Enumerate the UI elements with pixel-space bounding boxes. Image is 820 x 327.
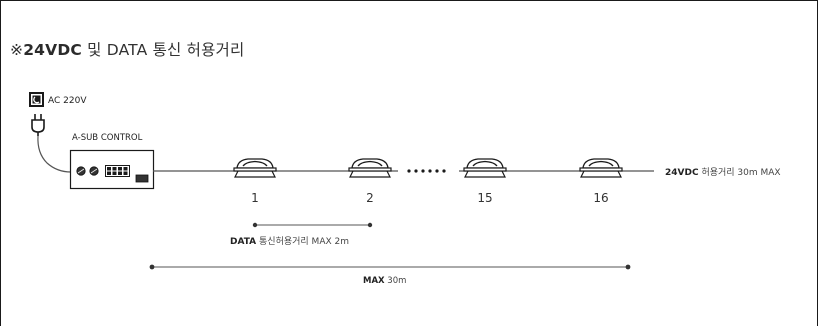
node-fixture-icon <box>579 158 623 178</box>
node-fixture-icon <box>233 158 277 178</box>
power-cord <box>37 135 72 173</box>
controller-label: A-SUB CONTROL <box>72 133 143 143</box>
node-number-16: 16 <box>593 191 609 205</box>
node-number-15: 15 <box>477 191 493 205</box>
controller-box <box>69 149 155 190</box>
power-label: AC 220V <box>48 96 87 106</box>
title-mark: ※ <box>10 41 24 59</box>
continuation-dots <box>407 169 446 173</box>
outlet-icon <box>29 92 44 107</box>
plug-icon <box>31 114 45 136</box>
data-range-label-rest: 통신허용거리 MAX 2m <box>256 237 349 247</box>
node-number-2: 2 <box>366 191 374 205</box>
page-title: ※24VDC 및 DATA 통신 허용거리 <box>10 38 244 60</box>
data-range-label: DATA 통신허용거리 MAX 2m <box>230 234 349 247</box>
max-range-label: MAX 30m <box>363 276 406 286</box>
max-range-line <box>149 264 631 270</box>
spec-label-strong: 24VDC <box>665 168 699 178</box>
data-range-line <box>252 222 373 228</box>
spec-label-rest: 허용거리 30m MAX <box>698 168 781 178</box>
node-fixture-icon <box>463 158 507 178</box>
node-fixture-icon <box>348 158 392 178</box>
data-range-label-strong: DATA <box>230 237 257 247</box>
title-rest: 및 DATA 통신 허용거리 <box>82 41 245 59</box>
node-number-1: 1 <box>251 191 259 205</box>
spec-label: 24VDC 허용거리 30m MAX <box>665 165 781 178</box>
max-range-label-rest: 30m <box>384 276 407 286</box>
title-strong: 24VDC <box>23 41 82 59</box>
max-range-label-strong: MAX <box>363 276 385 286</box>
